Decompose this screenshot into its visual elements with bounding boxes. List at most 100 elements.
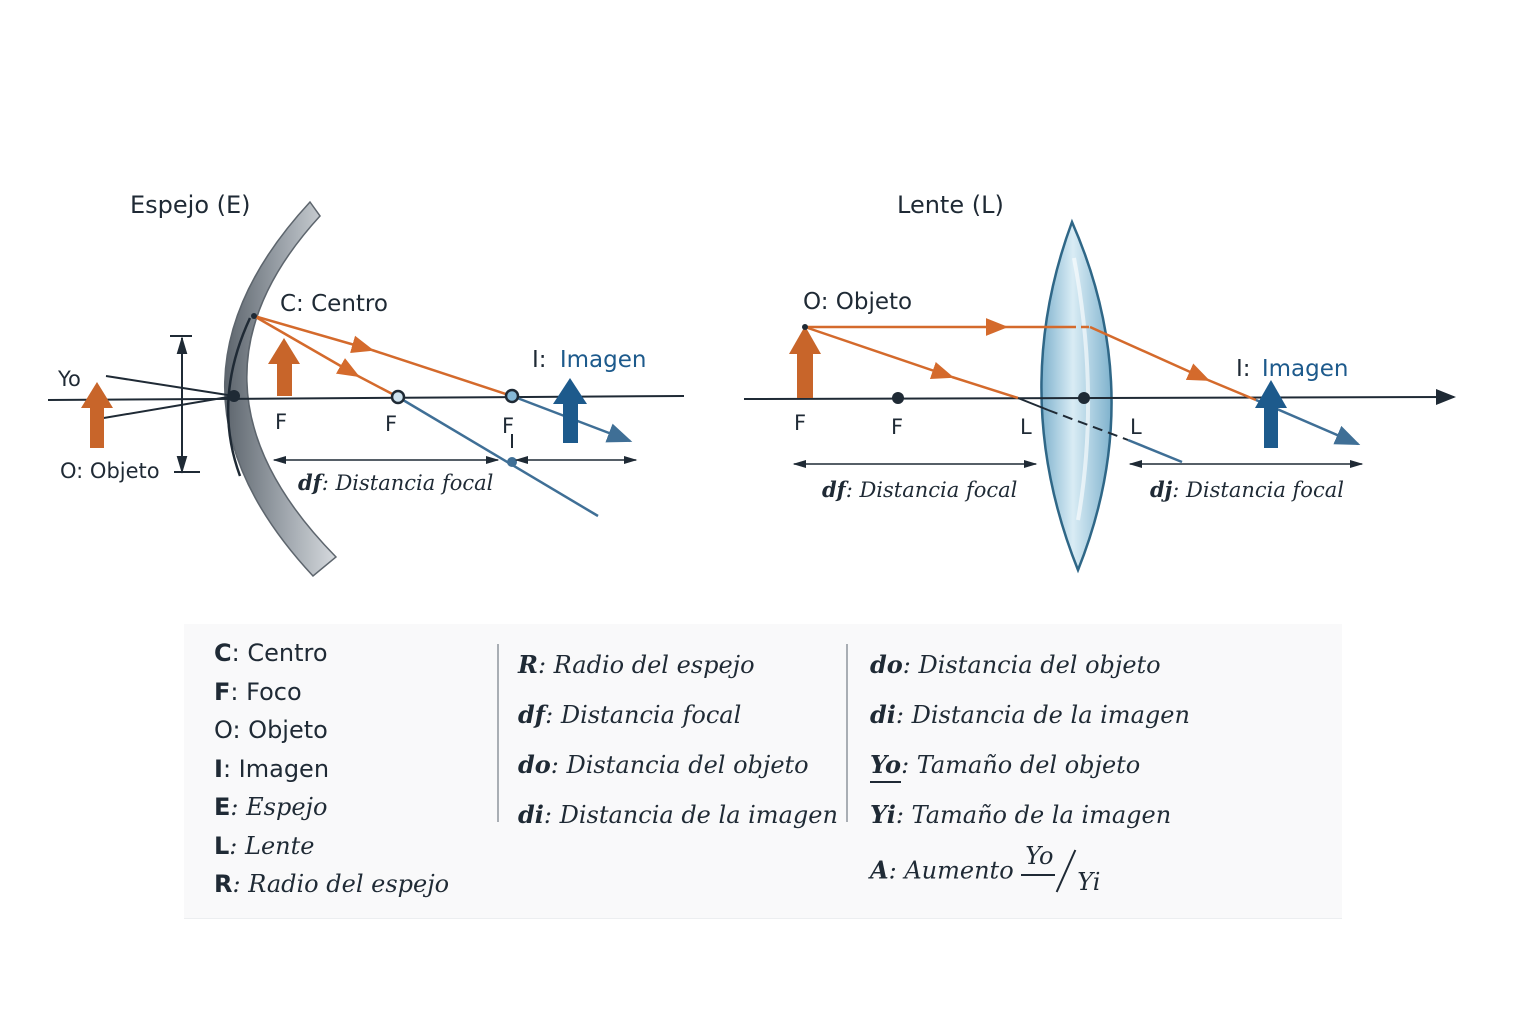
lens-ray-orange-oblique-b bbox=[951, 375, 1019, 400]
legend-panel: C: Centro F: Foco O: Objeto I: Imagen E:… bbox=[184, 624, 1342, 919]
lens-focus-label-2: F bbox=[891, 415, 903, 439]
legend-column-distances: R: Radio del espejo df: Distancia focal … bbox=[518, 640, 838, 840]
legend-key: di bbox=[518, 800, 544, 829]
legend-key: A bbox=[870, 855, 889, 885]
mirror-object-arrow bbox=[268, 338, 300, 396]
legend-text: : Imagen bbox=[222, 754, 330, 783]
mirror-image-point bbox=[507, 457, 517, 467]
mirror-yo-label: Yo bbox=[57, 367, 81, 391]
mirror-focus-label-3: F bbox=[502, 414, 514, 438]
legend-text: : Centro bbox=[231, 639, 328, 667]
lens-object-label: O: Objeto bbox=[803, 289, 912, 315]
mirror-focal-text: : Distancia focal bbox=[322, 471, 494, 495]
lens-image-label: I: Imagen bbox=[1236, 356, 1348, 382]
legend-key: L bbox=[214, 831, 230, 860]
lens-image-label-text: Imagen bbox=[1262, 356, 1349, 382]
legend-key: F bbox=[214, 677, 231, 706]
lens-object-tip bbox=[802, 324, 808, 330]
mirror-focus-point-1 bbox=[390, 389, 406, 405]
legend-text: : Distancia focal bbox=[545, 701, 742, 729]
legend-item-object: O: Objeto bbox=[214, 711, 449, 750]
legend-text: : Distancia del objeto bbox=[902, 651, 1161, 679]
legend-text: : Foco bbox=[230, 677, 302, 706]
lens-ray-dashed-inside bbox=[1047, 409, 1129, 441]
legend-item-focus: F: Foco bbox=[214, 673, 449, 712]
lens-title: Lente (L) bbox=[897, 191, 1004, 219]
lens-ray-blue-1 bbox=[1127, 438, 1183, 464]
mirror-center-point bbox=[251, 313, 257, 319]
lens-object-arrow bbox=[789, 326, 821, 398]
mirror-ray-orange-1b bbox=[371, 348, 513, 398]
legend-text: : Tamaño de la imagen bbox=[895, 801, 1172, 829]
legend-key: Yo bbox=[870, 750, 902, 783]
lens-focal-right-key: dj bbox=[1150, 477, 1173, 502]
mirror-focus-label-2: F bbox=[385, 412, 397, 436]
legend-key: R bbox=[214, 870, 233, 898]
legend-item-object-size: Yo: Tamaño del objeto bbox=[870, 740, 1190, 790]
mirror-object-label: O: Objeto bbox=[60, 459, 160, 483]
legend-item-image-distance: di: Distancia de la imagen bbox=[518, 790, 838, 840]
lens-focal-left-text: : Distancia focal bbox=[846, 478, 1018, 502]
legend-text: : Radio del espejo bbox=[537, 651, 755, 679]
lens-image-label-key: I: bbox=[1236, 356, 1251, 382]
legend-item-focal-distance: df: Distancia focal bbox=[518, 690, 838, 740]
lens-focus-label-1: F bbox=[794, 411, 806, 435]
legend-text: : Aumento bbox=[888, 856, 1014, 885]
legend-key: Yi bbox=[870, 800, 896, 829]
legend-item-image-distance-2: di: Distancia de la imagen bbox=[870, 690, 1190, 740]
mirror-ray-orange-1a bbox=[253, 314, 375, 354]
lens-principal-axis bbox=[743, 389, 1456, 406]
legend-text: : Distancia de la imagen bbox=[543, 801, 838, 829]
legend-text: : Objeto bbox=[232, 716, 328, 744]
legend-key: do bbox=[518, 750, 551, 779]
legend-key: R bbox=[518, 650, 538, 679]
legend-item-magnification: A: Aumento Yo Yi bbox=[870, 842, 1111, 904]
mirror-image-label-text: Imagen bbox=[560, 347, 647, 373]
legend-item-image-size: Yi: Tamaño de la imagen bbox=[870, 790, 1190, 840]
mirror-object-arrow-left bbox=[81, 382, 113, 448]
legend-key: O bbox=[214, 716, 233, 744]
legend-text: : Distancia del objeto bbox=[550, 751, 809, 779]
mirror-image-label: I: Imagen bbox=[532, 347, 646, 373]
lens-ray-dark-segment bbox=[1017, 397, 1049, 411]
legend-column-sizes: do: Distancia del objeto di: Distancia d… bbox=[870, 640, 1190, 840]
fraction-denominator: Yi bbox=[1077, 868, 1101, 896]
lens-highlight bbox=[1072, 257, 1091, 521]
legend-divider bbox=[846, 644, 848, 822]
legend-column-symbols: C: Centro F: Foco O: Objeto I: Imagen E:… bbox=[214, 634, 449, 904]
mirror-incident-ray-1 bbox=[105, 375, 235, 397]
lens-focal-label-right: dj: Distancia focal bbox=[1150, 477, 1344, 502]
mirror-image-arrow bbox=[553, 378, 587, 443]
lens-label-2: L bbox=[1130, 415, 1142, 439]
legend-item-radius: R: Radio del espejo bbox=[214, 865, 449, 904]
mirror-vertex-point bbox=[228, 390, 240, 402]
mirror-focus-point-2 bbox=[504, 388, 520, 404]
magnification-fraction: Yo Yi bbox=[1021, 842, 1111, 900]
legend-item-center: C: Centro bbox=[214, 634, 449, 673]
mirror-image-label-key: I: bbox=[532, 347, 547, 373]
lens-image-arrow bbox=[1255, 380, 1287, 448]
lens-ray-orange-refracted-a bbox=[1089, 325, 1211, 382]
legend-text: : Lente bbox=[229, 831, 315, 860]
lens-focal-right-text: : Distancia focal bbox=[1172, 478, 1344, 502]
converging-lens bbox=[1040, 218, 1113, 574]
legend-key: df bbox=[518, 700, 546, 729]
legend-item-lens: L: Lente bbox=[214, 827, 449, 866]
fraction-numerator: Yo bbox=[1025, 842, 1054, 870]
legend-text: : Tamaño del objeto bbox=[901, 751, 1141, 779]
lens-focus-point bbox=[892, 392, 904, 404]
fraction-bar bbox=[1021, 874, 1056, 876]
legend-item-mirror: E: Espejo bbox=[214, 788, 449, 827]
mirror-focus-label-1: F bbox=[275, 410, 287, 434]
legend-key: di bbox=[870, 700, 896, 729]
mirror-ray-orange-2b bbox=[357, 374, 399, 399]
legend-text: : Distancia de la imagen bbox=[895, 701, 1190, 729]
legend-item-radius-mirror: R: Radio del espejo bbox=[518, 640, 838, 690]
lens-label-1: L bbox=[1020, 415, 1032, 439]
lens-ray-orange-oblique-a bbox=[804, 325, 955, 379]
lens-ray-orange-refracted-b bbox=[1207, 378, 1257, 402]
lens-focal-left-key: df bbox=[822, 477, 850, 502]
legend-key: do bbox=[870, 650, 903, 679]
optics-diagram: Espejo (E) bbox=[47, 191, 1456, 578]
fraction-slash bbox=[1056, 849, 1077, 893]
